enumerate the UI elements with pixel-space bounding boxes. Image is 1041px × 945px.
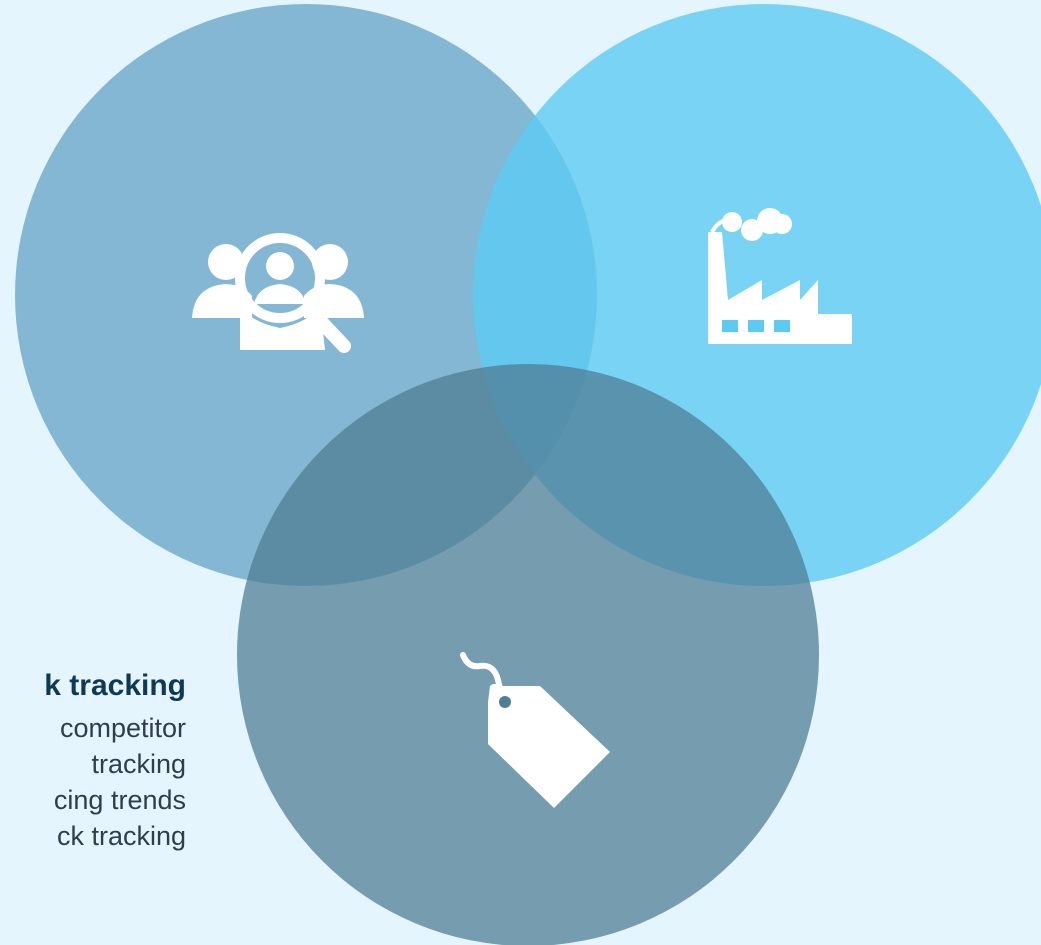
price-tag-icon xyxy=(460,652,610,808)
feature-list-title: k tracking xyxy=(44,669,186,702)
circle-pricing xyxy=(237,364,819,945)
feature-item: competitor xyxy=(59,713,186,743)
feature-item: tracking xyxy=(91,749,186,779)
feature-item: ck tracking xyxy=(56,821,186,851)
feature-list: k tracking competitor tracking cing tren… xyxy=(44,668,186,854)
customer-search-icon xyxy=(192,233,364,353)
feature-item: cing trends xyxy=(53,785,186,815)
factory-icon xyxy=(708,208,852,344)
